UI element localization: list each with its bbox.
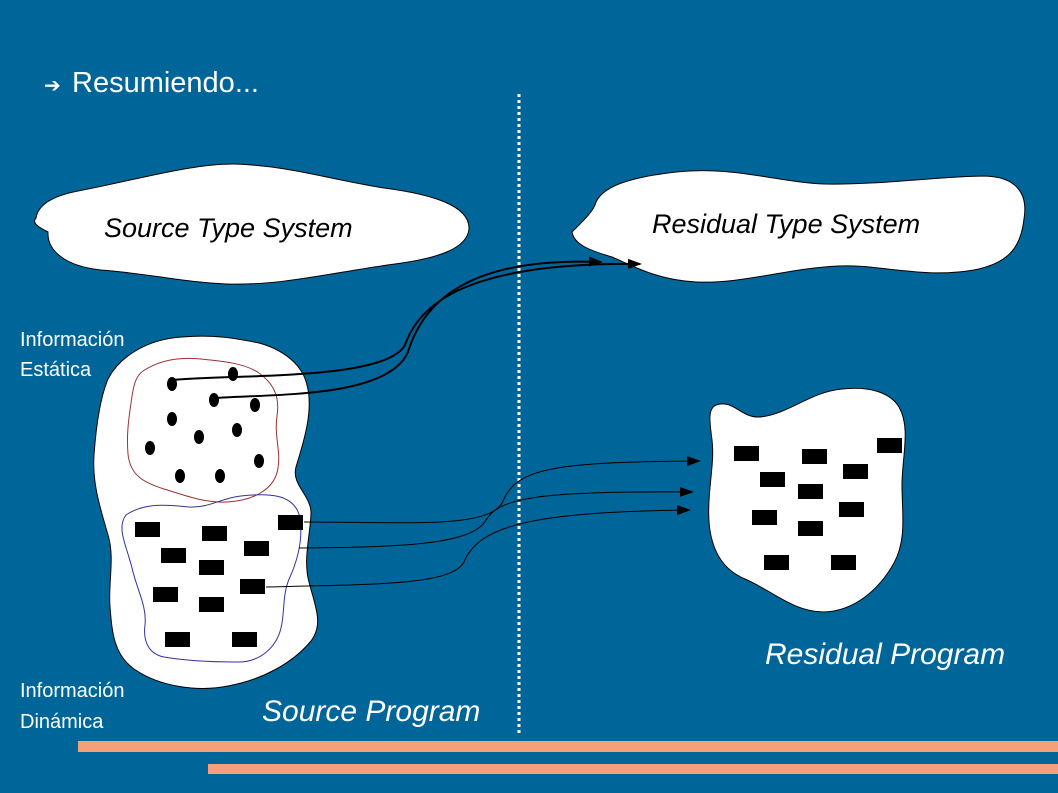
dynamic-data-block xyxy=(165,632,190,647)
dynamic-info-label-line1: Información xyxy=(20,680,125,702)
static-data-dot xyxy=(228,367,238,381)
slide-title: Resumiendo... xyxy=(72,67,259,99)
residual-data-block xyxy=(802,449,827,464)
bottom-accent-line-upper xyxy=(78,741,1058,752)
residual-type-system-label: Residual Type System xyxy=(652,209,920,239)
residual-data-block xyxy=(877,438,902,453)
dynamic-data-block xyxy=(161,548,186,563)
title-arrow-icon: ➔ xyxy=(44,75,61,97)
dynamic-data-block xyxy=(135,522,160,537)
static-data-dot xyxy=(254,454,264,468)
dynamic-program-arrow xyxy=(298,486,694,549)
bottom-accent-line-lower xyxy=(208,764,1058,774)
residual-type-system-cloud xyxy=(571,170,1026,283)
residual-program-label: Residual Program xyxy=(765,638,1005,671)
residual-data-block xyxy=(734,446,759,461)
dynamic-program-arrow xyxy=(303,456,701,524)
dynamic-info-region xyxy=(121,494,302,663)
dynamic-data-block xyxy=(199,560,224,575)
static-data-dot xyxy=(232,423,242,437)
static-data-dot xyxy=(209,393,219,407)
residual-data-block xyxy=(798,521,823,536)
static-data-dot xyxy=(145,441,155,455)
dynamic-program-arrow xyxy=(265,505,691,588)
dynamic-data-block xyxy=(240,579,265,594)
dynamic-data-block xyxy=(278,515,303,530)
dynamic-data-block xyxy=(202,526,227,541)
static-info-label-line1: Información xyxy=(20,329,125,351)
residual-data-block xyxy=(760,472,785,487)
dynamic-data-block xyxy=(153,587,178,602)
residual-data-block xyxy=(752,510,777,525)
static-data-dot xyxy=(250,398,260,412)
static-data-dot xyxy=(175,469,185,483)
residual-data-block xyxy=(843,464,868,479)
static-data-dot xyxy=(194,430,204,444)
dynamic-data-block xyxy=(232,632,257,647)
static-data-dot xyxy=(167,412,177,426)
residual-program-blob xyxy=(708,387,906,613)
dynamic-data-block xyxy=(199,597,224,612)
source-program-label: Source Program xyxy=(262,695,480,728)
static-type-arrow xyxy=(171,258,642,381)
dynamic-data-block xyxy=(244,541,269,556)
static-info-label-line2: Estática xyxy=(20,359,92,381)
residual-data-block xyxy=(764,555,789,570)
static-data-dot xyxy=(215,469,225,483)
dynamic-info-label-line2: Dinámica xyxy=(20,711,104,733)
residual-data-block xyxy=(839,502,864,517)
residual-data-block xyxy=(798,484,823,499)
source-type-system-label: Source Type System xyxy=(104,213,353,243)
source-program-blob xyxy=(93,335,319,689)
residual-data-block xyxy=(831,555,856,570)
source-type-system-cloud xyxy=(34,163,470,285)
static-type-arrow xyxy=(213,256,603,399)
